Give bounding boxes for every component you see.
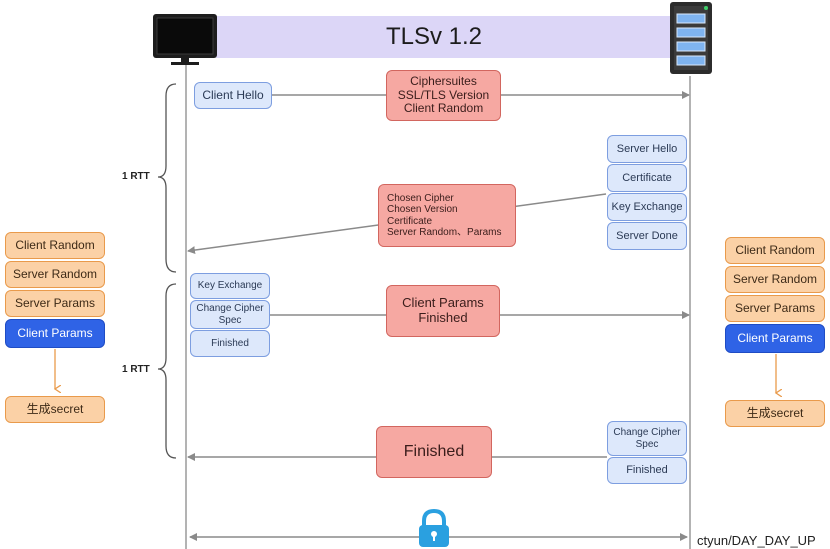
server-side-client-random: Client Random <box>725 237 825 264</box>
payload-tls-version: SSL/TLS Version <box>397 87 490 102</box>
rtt-brace-1 <box>157 83 177 273</box>
payload-chosen-cipher: Chosen Cipher <box>387 193 454 205</box>
client-params-payload: Client Params Finished <box>386 285 500 337</box>
server-side-server-random: Server Random <box>725 266 825 293</box>
server-hello-box: Server Hello <box>607 135 687 163</box>
rtt-label-1: 1 RTT <box>122 171 150 182</box>
monitor-icon <box>153 14 217 65</box>
client-side-client-params: Client Params <box>5 319 105 348</box>
client-side-generate-secret: 生成secret <box>5 396 105 423</box>
client-finished-box: Finished <box>190 330 270 357</box>
lock-icon <box>419 508 449 547</box>
client-side-server-params: Server Params <box>5 290 105 317</box>
watermark: ctyun/DAY_DAY_UP <box>697 533 816 548</box>
payload-chosen-version: Chosen Version <box>387 204 458 216</box>
server-done-box: Server Done <box>607 222 687 250</box>
diagram-title: TLSv 1.2 <box>385 23 483 50</box>
payload-server-random-params: Server Random、Params <box>387 226 502 238</box>
server-side-server-params: Server Params <box>725 295 825 322</box>
server-change-cipher-box: Change Cipher Spec <box>607 421 687 456</box>
payload-client-params: Client Params <box>402 295 484 311</box>
client-side-client-random: Client Random <box>5 232 105 259</box>
finished-payload: Finished <box>376 426 492 478</box>
rtt-label-2: 1 RTT <box>122 364 150 375</box>
payload-certificate: Certificate <box>387 215 433 227</box>
payload-finished: Finished <box>418 310 468 325</box>
server-side-client-params: Client Params <box>725 324 825 353</box>
server-hello-payload: Chosen Cipher Chosen Version Certificate… <box>378 184 516 247</box>
payload-ciphersuites: Ciphersuites <box>410 74 477 89</box>
client-hello-payload: Ciphersuites SSL/TLS Version Client Rand… <box>386 70 501 121</box>
title-bar <box>216 16 670 58</box>
client-hello-box: Client Hello <box>194 82 272 109</box>
client-side-server-random: Server Random <box>5 261 105 288</box>
rtt-brace-2 <box>157 283 177 459</box>
certificate-box: Certificate <box>607 164 687 192</box>
server-side-generate-secret: 生成secret <box>725 400 825 427</box>
client-key-exchange-box: Key Exchange <box>190 273 270 299</box>
client-change-cipher-box: Change Cipher Spec <box>190 300 270 329</box>
server-rack-icon <box>670 2 712 74</box>
payload-client-random: Client Random <box>403 101 484 116</box>
server-finished-box: Finished <box>607 457 687 484</box>
server-key-exchange-box: Key Exchange <box>607 193 687 221</box>
